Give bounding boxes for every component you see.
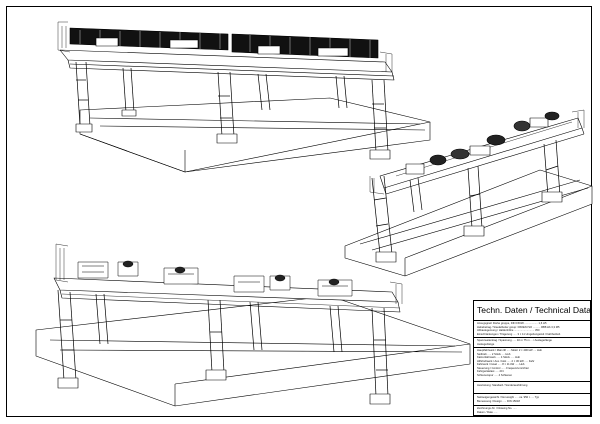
title-block-row: Spannweitentrag / Spannung ..... 40 m 75… [477, 339, 552, 342]
title-block-row: Abbaulegemung / Haldenhöhe .............… [477, 329, 540, 332]
title-block-row: Einschränkungen / Trägerung ..... 3 × 11… [477, 332, 561, 336]
title-block-row: Hilfshubwerk / Aux. hoist ..... 2 × 30 k… [477, 359, 535, 363]
title-block-row: Katzenfahrwerk ..... 4 Stück ..... Hub [477, 356, 521, 359]
crane-view-upper-left [57, 21, 431, 173]
technical-data-title-block: Techn. Daten / Technical Data Ansugsgrad… [473, 300, 591, 416]
title-block-row: Datum / Date ..... [477, 410, 498, 414]
crane-view-lower-left [35, 243, 471, 407]
rail-line [99, 125, 426, 131]
sheet-border [6, 6, 592, 417]
title-block-heading: Techn. Daten / Technical Data [477, 305, 592, 315]
foundation-slab [344, 169, 593, 277]
title-block-row: Seiltrieb ..... 2 Stück .... Hub [477, 352, 511, 356]
rail-line [89, 117, 421, 125]
title-block-divider [474, 381, 590, 382]
portal-legs [371, 139, 561, 255]
railing [57, 21, 393, 72]
foundation-slab [79, 97, 431, 173]
title-block-row: Fahrwerk / travel ..... 8 × 11 kW ..... … [477, 363, 525, 366]
title-block-row: Fahrgerätelast ..... 20 t [477, 370, 505, 373]
title-block-row: Schienenspur ..... 4 Schienen [477, 373, 513, 377]
rail-line [359, 179, 581, 245]
railing [55, 243, 403, 304]
title-block-row: Hauptfahrwerk / Main lift ..... Motor 2 … [477, 349, 542, 352]
title-block-row: Ansugsgrad: Drehe gruppe, DIN 15018 ....… [477, 322, 547, 325]
title-block-row: Hebebetrag / Steelarbeiter group: DIN/EN… [477, 325, 560, 329]
title-block-row: Ausrüstung: Standard / Sonderausführung [477, 384, 528, 387]
foundation-edge [79, 122, 431, 173]
title-block-row: Bemessung / Design ..... DIN 15018 [477, 399, 520, 403]
hoist-trolleys [405, 111, 560, 175]
title-block-row: Steuerung / Control ...... Frequenzumric… [477, 366, 529, 370]
crane-view-right [344, 109, 593, 277]
title-block-divider [474, 405, 590, 406]
title-block-divider [474, 320, 590, 321]
portal-legs [75, 61, 389, 153]
hoist-trolleys [77, 260, 353, 297]
railing [369, 109, 585, 195]
leg-feet [375, 191, 563, 263]
leg-feet [57, 369, 391, 405]
title-block-divider [474, 347, 590, 348]
portal-legs [57, 289, 389, 397]
leg-feet [75, 109, 391, 160]
title-block-row: Auslegerlänge [477, 342, 495, 346]
rail-line [49, 339, 456, 347]
title-block-divider [474, 393, 590, 394]
title-block-divider [474, 337, 590, 338]
rail-line [59, 349, 463, 353]
trolley-housing [69, 27, 379, 59]
title-block-row: Nettoeigengewicht / Net weight ..... ca.… [477, 396, 540, 399]
title-block-row: Zeichnungs-Nr. / Drawing No. ..... [477, 407, 517, 410]
